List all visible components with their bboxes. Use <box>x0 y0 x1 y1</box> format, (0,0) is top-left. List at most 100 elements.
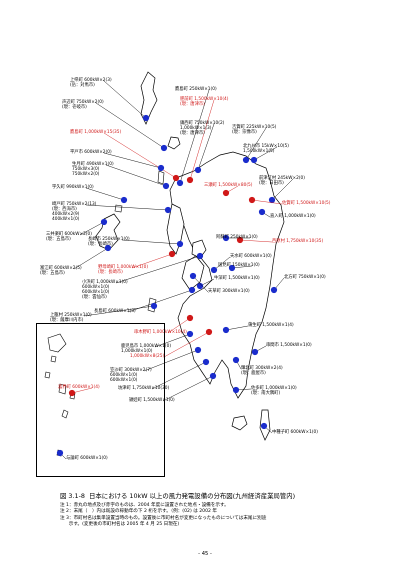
page-number: - 45 - <box>198 551 212 557</box>
site-label: 小浜町 1,000kW×1(0) 600kW×1(0) 600kW×1(0) (… <box>82 280 128 301</box>
amami-oshima <box>47 333 67 353</box>
shimabara-peninsula <box>191 239 207 259</box>
site-label: 三井楽町 600kW×2(0) (現：五島市) <box>46 232 92 243</box>
leader-line <box>213 256 231 271</box>
wind-site-marker <box>258 208 266 216</box>
wind-site-marker <box>222 189 230 197</box>
site-label: 串間市 1,500kW×1(0) <box>266 343 312 348</box>
kyushu-mainland <box>169 151 285 399</box>
site-label: 直入町 1,000kW×1(0) <box>270 214 316 219</box>
site-label: 坊津町 1,750kW×10(30) <box>118 386 170 391</box>
wind-site-marker <box>186 314 194 322</box>
leader-line <box>167 317 191 334</box>
figure-caption: 図 3.1-8 日本における 10kW 以上の風力発電設備の分布図(九州経済産業… <box>60 492 296 500</box>
wind-site-marker <box>189 272 197 280</box>
site-label: 国見町 150kW×1(0) <box>218 263 260 268</box>
goto-islands <box>95 213 121 251</box>
wind-site-marker <box>186 330 194 338</box>
wind-site-marker <box>162 182 170 190</box>
leader-line <box>163 331 210 358</box>
wind-site-marker <box>150 302 158 310</box>
wind-site-marker <box>268 196 276 204</box>
wind-site-marker <box>176 179 184 187</box>
site-label: 佐賀町 1,500kW×10(5) <box>282 201 331 206</box>
wind-site-marker <box>194 346 202 354</box>
wind-site-marker <box>210 266 218 274</box>
wind-site-marker <box>236 236 244 244</box>
leader-line <box>189 99 215 181</box>
leader-line <box>105 164 167 187</box>
site-label: 生月町 490kW×1(0) 750kW×3(0) 750kW×2(0) <box>72 162 114 178</box>
site-label: 天草町 300kW×1(0) <box>208 289 250 294</box>
leader-line <box>103 132 177 179</box>
site-label: 崎戸町 750kW×2(13) (現：西海市) 400kW×2(9) 400kW… <box>52 202 97 223</box>
leader-line <box>143 349 199 372</box>
site-label: 頴娃町 1,500kW×1(0) <box>129 398 175 403</box>
site-label: 鹿児島市 1,000kW×1(0) 1,000kW×1(0) <box>121 344 172 355</box>
site-label: 輝北町 300kW×2(4) (現：鹿屋市) <box>241 366 283 377</box>
wind-site-marker <box>270 286 278 294</box>
site-label: 肥前町 1,500kW×10(4) (現：唐津市) <box>180 97 229 108</box>
note-line: 注 2：末尾（ ）内は既設の稼動年の下 2 桁を示す。（例：(02) は 200… <box>60 509 218 515</box>
wind-site-marker <box>205 328 213 336</box>
wind-site-marker <box>186 176 194 184</box>
wind-site-marker <box>172 174 180 182</box>
note-line: 注 3：市町村名は集単設置当時のもの。設置後に市町村名が変更になったものについて… <box>60 515 267 521</box>
wind-site-marker <box>188 286 196 294</box>
site-label: 吉賀町 225kW×10(5) (現：宗像市) <box>232 125 277 136</box>
site-label: 与論町 600kW×1(0) <box>66 456 108 461</box>
wind-site-marker <box>194 166 202 174</box>
leader-line <box>131 253 173 269</box>
wind-site-marker <box>248 196 256 204</box>
site-label: 長崎市 250kW×1(0) (現：長崎市) <box>88 237 130 248</box>
wind-site-marker <box>232 386 240 394</box>
tsushima-island <box>140 71 158 125</box>
site-label: 三瀬町 1,500kW×80(5) <box>204 183 253 188</box>
site-label: 平戸市 600kW×2(0) <box>70 150 112 155</box>
leader-line <box>121 239 181 245</box>
wind-site-marker <box>100 218 108 226</box>
site-label: 牛深町 1,500kW×1(0) <box>214 276 260 281</box>
figure-notes: 注 1：赤丸の地点及び赤字のものは、2004 年度に設置された地点・設備を示す。… <box>60 503 266 529</box>
site-label: 蒲生町 1,500kW×1(4) <box>248 323 294 328</box>
leader-line <box>162 375 214 402</box>
leader-line <box>115 255 201 284</box>
wind-site-marker <box>104 244 112 252</box>
wind-site-marker <box>56 449 64 457</box>
wind-site-marker <box>160 144 168 152</box>
leader-line <box>245 127 267 161</box>
leader-line <box>192 275 209 293</box>
site-label: 富江町 600kW×2(5) (現：五島市) <box>40 266 82 277</box>
site-label: 阿蘇町 250kW×1(0) <box>216 235 258 240</box>
leader-line <box>85 204 169 211</box>
site-label: 1,000kW×8(25) <box>130 354 165 359</box>
wind-site-marker <box>232 356 240 364</box>
site-label: 北方町 750kW×1(0) <box>284 275 326 280</box>
leader-line <box>179 89 210 184</box>
site-label: 西原村 1,750kW×10(35) <box>272 239 324 244</box>
note-line: 示す。(変更後の市町村名は 2005 年 4 月 25 日現在) <box>60 522 180 528</box>
wind-site-marker <box>196 252 204 260</box>
site-label: 鷹島町 1,000kW×15(35) <box>70 130 122 135</box>
site-label: 喜界町 600kW×1(4) <box>58 385 100 390</box>
wind-site-marker <box>176 240 184 248</box>
leader-line <box>251 199 283 205</box>
wind-site-marker <box>250 156 258 164</box>
wind-site-marker <box>120 196 128 204</box>
wind-site-markers <box>56 80 294 460</box>
wind-site-marker <box>196 282 204 290</box>
wind-site-marker <box>222 234 230 242</box>
wind-site-marker <box>260 422 268 430</box>
leader-line <box>85 187 125 201</box>
site-label: 野母崎町 1,000kW×1(0) (現：長崎市) <box>98 265 149 276</box>
hirado-island <box>157 170 165 185</box>
site-label: 笠沙町 300kW×2(7) 600kW×1(0) 600kW×1(0) <box>110 368 152 384</box>
leader-line <box>197 123 215 171</box>
site-label: 天水町 600kW×1(0) <box>230 254 272 259</box>
note-line: 注 1：赤丸の地点及び赤字のものは、2004 年度に設置された地点・設備を示す。 <box>60 503 229 508</box>
site-label: 串木野町 1,000kW×10(4) <box>134 330 187 335</box>
site-label: 上県町 600kW×2(3) (岳：対馬市) <box>70 78 112 89</box>
site-label: 前津江村 245kW×2(0) (現：日田市) <box>259 176 305 187</box>
wind-site-marker <box>142 114 150 122</box>
